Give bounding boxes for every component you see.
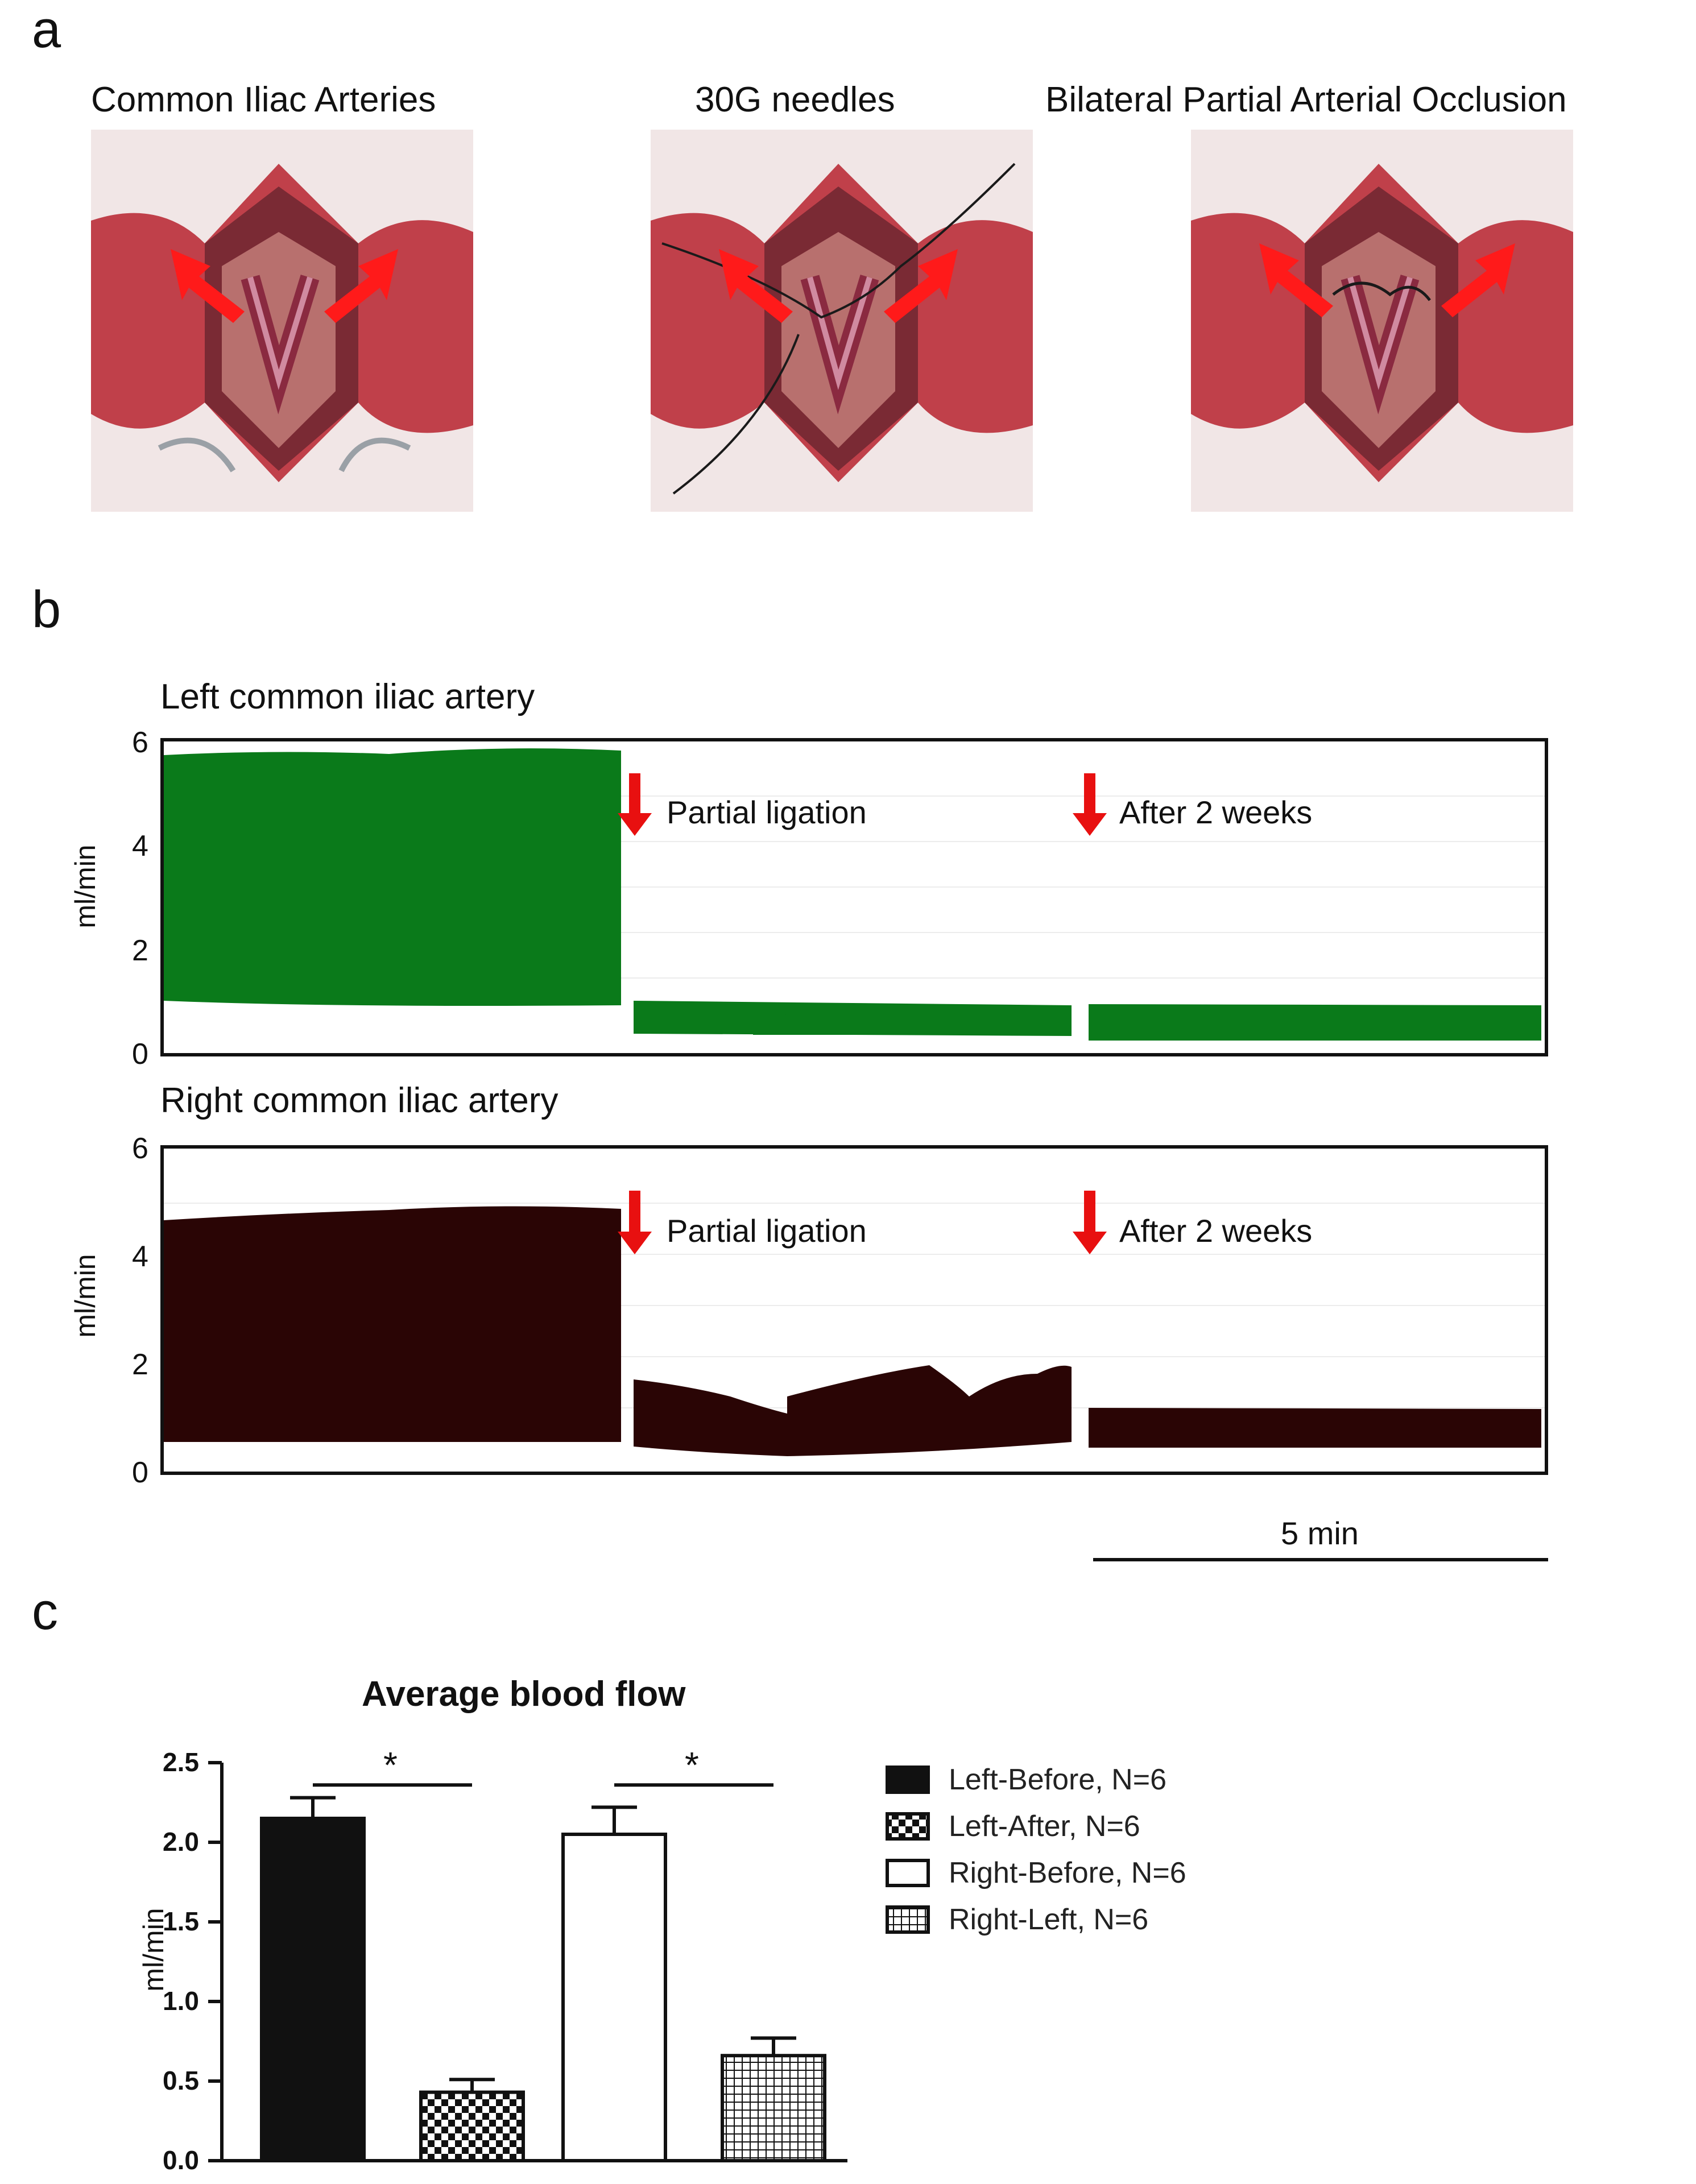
photo-title-bilateral-occlusion: Bilateral Partial Arterial Occlusion [1045, 80, 1567, 119]
legend-swatch-right-before [886, 1859, 930, 1887]
time-scale-bar [1093, 1558, 1548, 1561]
legend-label-right-left: Right-Left, N=6 [949, 1903, 1149, 1936]
bar-chart-ytick-label: 0.0 [163, 2145, 199, 2175]
legend-label-left-before: Left-Before, N=6 [949, 1763, 1166, 1796]
photo-title-common-iliac: Common Iliac Arteries [91, 80, 436, 119]
legend-swatch-left-before [886, 1766, 930, 1794]
bar-chart-ytick-label: 2.0 [163, 1827, 199, 1856]
legend-swatch-left-after [886, 1812, 930, 1841]
trace-right-title: Right common iliac artery [160, 1081, 559, 1120]
legend-label-left-after: Left-After, N=6 [949, 1810, 1140, 1843]
trace-left-ytick-0: 0 [132, 1038, 148, 1071]
panel-c-letter: c [32, 1582, 58, 1640]
surgical-photo-3-art [1191, 130, 1573, 512]
panel-b-letter: b [32, 581, 61, 639]
bar-chart-ytick-label: 0.5 [163, 2066, 199, 2095]
trace-right-annot-partial-ligation: Partial ligation [667, 1213, 867, 1249]
legend-swatch-right-left [886, 1905, 930, 1934]
legend-label-right-before: Right-Before, N=6 [949, 1856, 1186, 1889]
trace-right-ylabel: ml/min [69, 1254, 101, 1338]
surgical-photo-1 [91, 130, 473, 512]
legend-swatches [886, 1766, 930, 1934]
trace-left-ylabel: ml/min [69, 844, 101, 929]
significance-star: * [383, 1744, 398, 1786]
trace-left-annot-after-2-weeks: After 2 weeks [1119, 794, 1313, 830]
trace-left-annot-partial-ligation: Partial ligation [667, 794, 867, 830]
trace-right-ytick-0: 0 [132, 1456, 148, 1489]
bar-0 [260, 1817, 366, 2162]
trace-left-title: Left common iliac artery [160, 677, 535, 716]
significance-star: * [685, 1744, 699, 1786]
trace-right-ytick-4: 4 [132, 1240, 148, 1273]
bar-chart-ytick-label: 2.5 [163, 1747, 199, 1777]
time-scale-label: 5 min [1281, 1515, 1359, 1551]
surgical-photo-1-art [91, 130, 473, 512]
panel-a-letter: a [32, 1, 61, 59]
bar-2 [561, 1833, 667, 2162]
bar-3 [721, 2054, 826, 2163]
surgical-photo-2-art [651, 130, 1033, 512]
trace-left-ytick-6: 6 [132, 726, 148, 759]
bar-1 [419, 2090, 525, 2162]
bar-chart-ytick-label: 1.0 [163, 1986, 199, 2016]
trace-right-ytick-6: 6 [132, 1132, 148, 1165]
bar-chart-ytick-label: 1.5 [163, 1907, 199, 1936]
trace-right-annot-after-2-weeks: After 2 weeks [1119, 1213, 1313, 1249]
trace-left-ytick-4: 4 [132, 830, 148, 863]
photo-title-30g-needles: 30G needles [695, 80, 895, 119]
surgical-photo-3 [1191, 130, 1573, 512]
trace-left-plot [160, 738, 1548, 1056]
bar-chart-title: Average blood flow [362, 1675, 686, 1714]
bar-chart-plot [208, 1761, 847, 2163]
surgical-photo-2 [651, 130, 1033, 512]
trace-right-plot [160, 1145, 1548, 1475]
trace-left-ytick-2: 2 [132, 934, 148, 967]
trace-right-ytick-2: 2 [132, 1348, 148, 1381]
